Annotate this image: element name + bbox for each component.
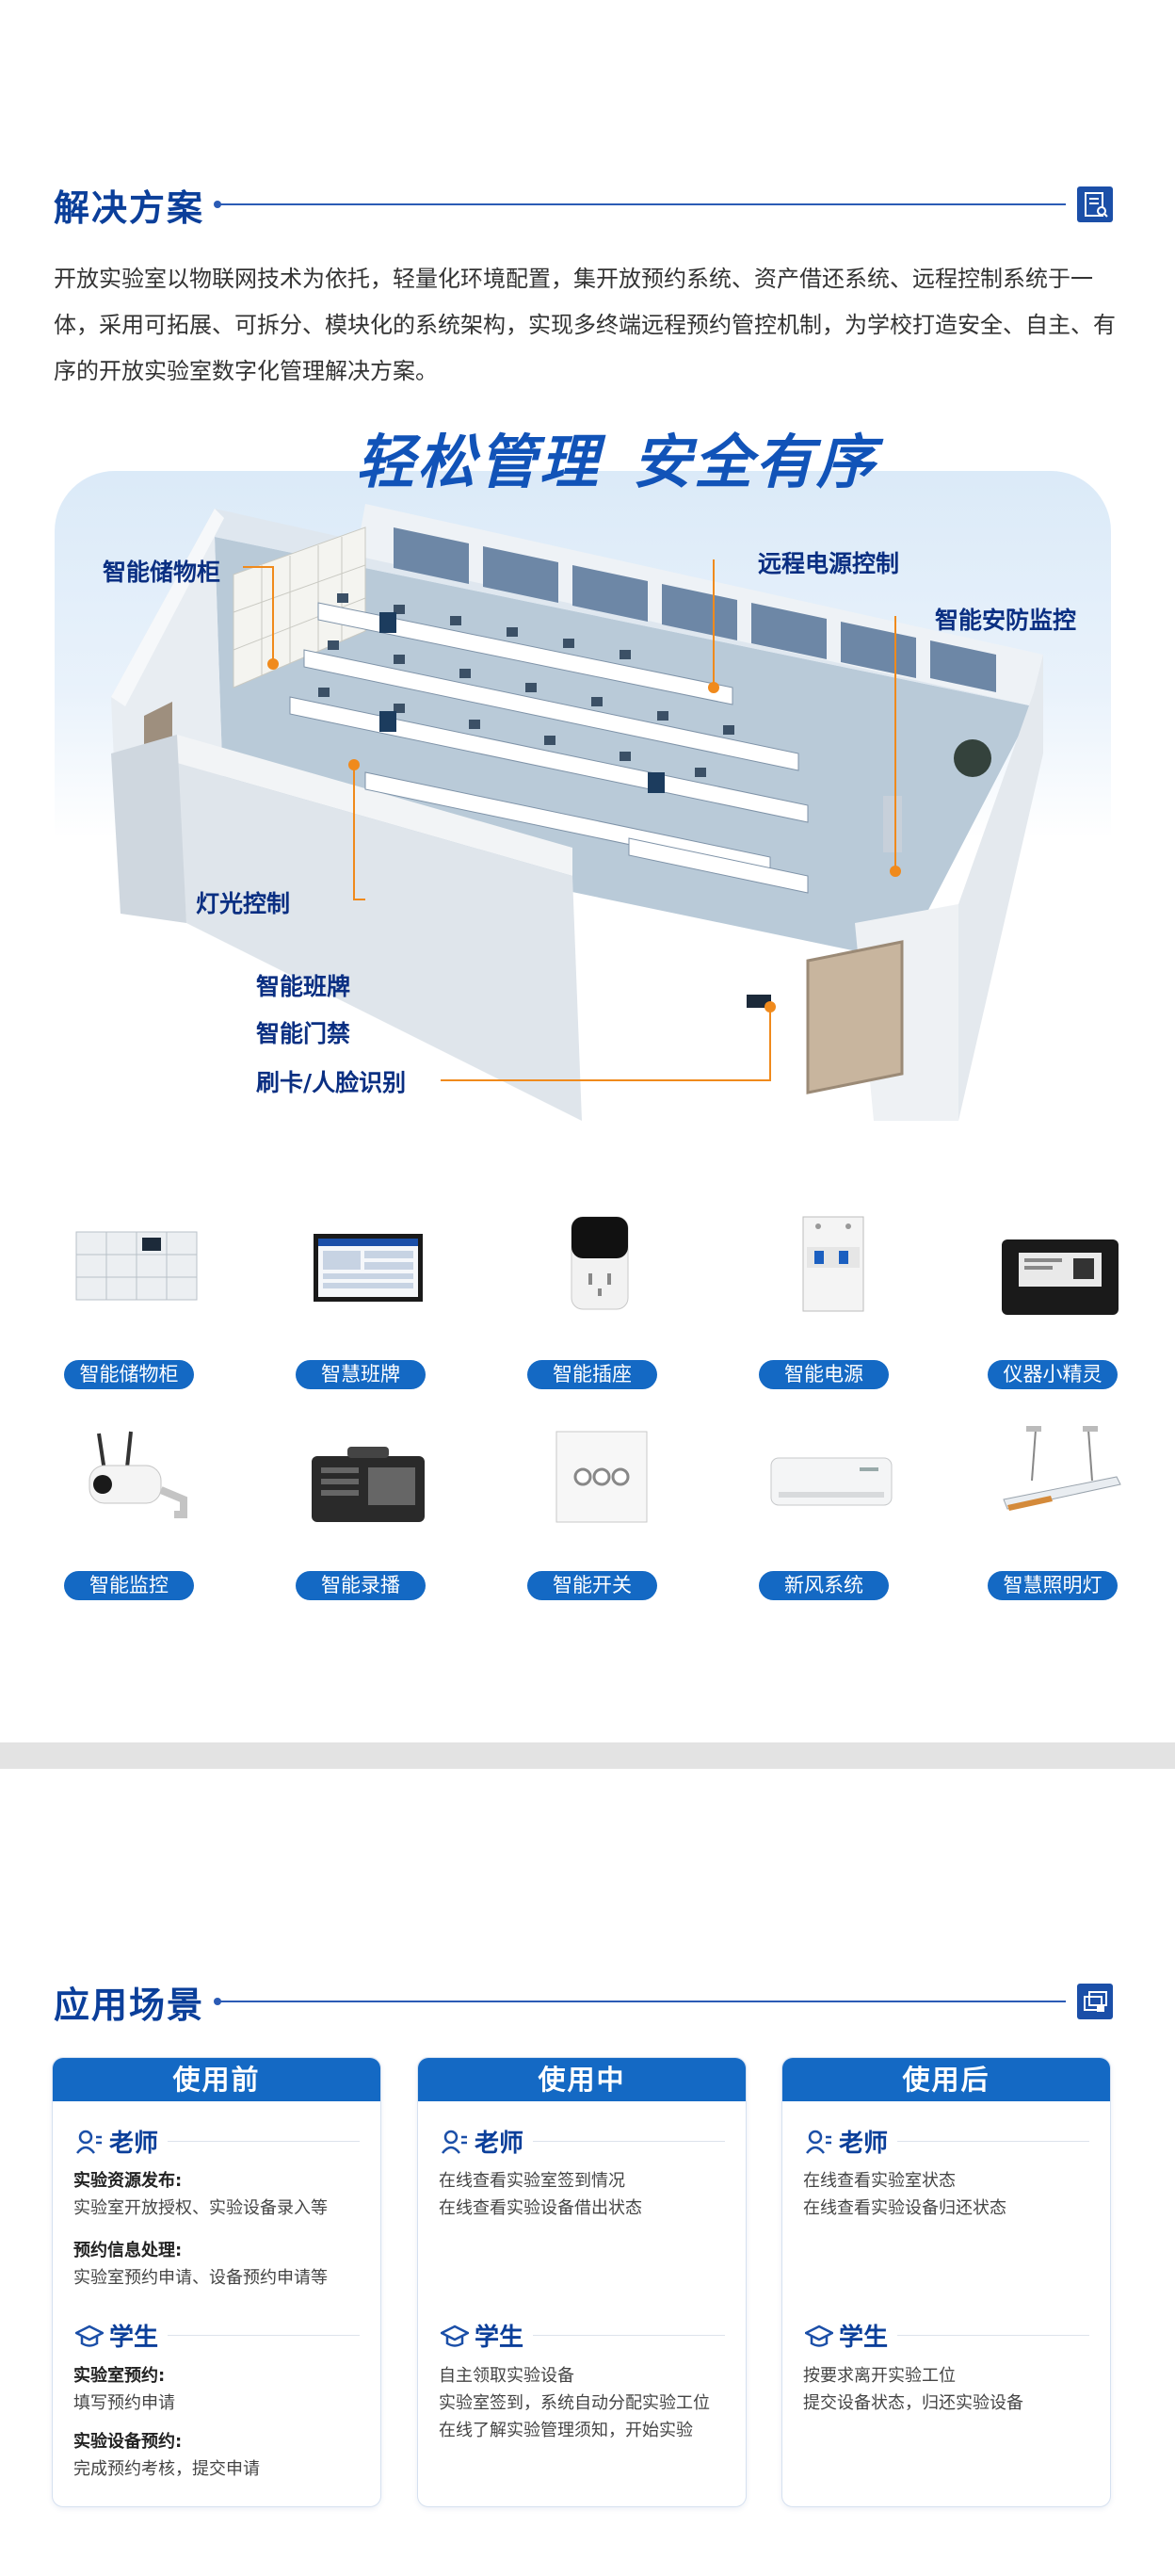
instrument-tag-icon bbox=[1002, 1239, 1119, 1315]
lab-illustration: 轻松管理安全有序 bbox=[55, 428, 1111, 1121]
card-during-use: 使用中 老师 在线查看实验室签到情况 在线查看实验设备借出状态 学生 自主领取实… bbox=[417, 2057, 747, 2507]
air-unit-icon bbox=[770, 1457, 893, 1506]
role-divider bbox=[168, 2141, 360, 2142]
graduation-cap-icon bbox=[75, 2325, 104, 2347]
role-student: 学生 bbox=[805, 2318, 1089, 2353]
card-header: 使用前 bbox=[53, 2058, 380, 2101]
card-before-use: 使用前 老师 实验资源发布: 实验室开放授权、实验设备录入等 预约信息处理: 实… bbox=[52, 2057, 381, 2507]
lamp-icon bbox=[1003, 1426, 1121, 1511]
card-content-teacher: 在线查看实验室状态 在线查看实验设备归还状态 bbox=[803, 2167, 1095, 2222]
product-label: 智能电源 bbox=[759, 1360, 889, 1389]
slogan-right: 安全有序 bbox=[633, 428, 878, 496]
item-text: 自主领取实验设备 bbox=[439, 2366, 574, 2386]
slogan: 轻松管理安全有序 bbox=[356, 414, 875, 499]
callout-light: 灯光控制 bbox=[196, 890, 291, 917]
item-text: 在线查看实验设备归还状态 bbox=[803, 2198, 1006, 2218]
role-name: 学生 bbox=[475, 2324, 524, 2352]
solution-title: 解决方案 bbox=[54, 186, 205, 229]
item-text: 实验室预约申请、设备预约申请等 bbox=[73, 2268, 328, 2288]
scenes-section-header: 应用场景 bbox=[54, 1978, 1113, 2026]
role-name: 老师 bbox=[475, 2130, 524, 2158]
teacher-icon bbox=[442, 2130, 467, 2154]
role-divider bbox=[533, 2141, 725, 2142]
role-student: 学生 bbox=[75, 2318, 360, 2353]
role-divider bbox=[533, 2335, 725, 2336]
role-name: 学生 bbox=[109, 2324, 159, 2352]
section-divider bbox=[0, 1742, 1175, 1769]
scenes-title: 应用场景 bbox=[54, 1984, 205, 2026]
card-content-student: 按要求离开实验工位 提交设备状态，归还实验设备 bbox=[803, 2362, 1095, 2417]
role-teacher: 老师 bbox=[805, 2124, 1089, 2159]
item-title: 实验室预约: bbox=[73, 2366, 166, 2386]
product-label: 新风系统 bbox=[759, 1571, 889, 1600]
item-title: 预约信息处理: bbox=[73, 2241, 183, 2260]
card-header: 使用中 bbox=[418, 2058, 746, 2101]
role-name: 老师 bbox=[839, 2130, 889, 2158]
product-label: 智能监控 bbox=[64, 1571, 194, 1600]
callout-face: 刷卡/人脸识别 bbox=[256, 1069, 407, 1096]
card-header: 使用后 bbox=[782, 2058, 1110, 2101]
role-teacher: 老师 bbox=[441, 2124, 725, 2159]
item-text: 在线查看实验室状态 bbox=[803, 2171, 956, 2191]
class-board-icon bbox=[314, 1234, 423, 1302]
callout-board: 智能班牌 bbox=[256, 973, 351, 1000]
item-text: 完成预约考核，提交申请 bbox=[73, 2459, 260, 2479]
item-text: 实验室开放授权、实验设备录入等 bbox=[73, 2198, 328, 2218]
scene-cards: 使用前 老师 实验资源发布: 实验室开放授权、实验设备录入等 预约信息处理: 实… bbox=[52, 2057, 1111, 2509]
recorder-icon bbox=[312, 1447, 425, 1522]
switch-icon bbox=[555, 1431, 648, 1523]
card-content-teacher: 实验资源发布: 实验室开放授权、实验设备录入等 预约信息处理: 实验室预约申请、… bbox=[73, 2167, 365, 2292]
teacher-icon bbox=[76, 2130, 102, 2154]
role-divider bbox=[897, 2335, 1089, 2336]
product-grid: 智能储物柜 智慧班牌 智能插座 智能电源 bbox=[0, 1196, 1175, 1620]
graduation-cap-icon bbox=[441, 2325, 469, 2347]
graduation-cap-icon bbox=[805, 2325, 833, 2347]
item-text: 在线查看实验室签到情况 bbox=[439, 2171, 625, 2191]
role-student: 学生 bbox=[441, 2318, 725, 2353]
product-label: 智能开关 bbox=[527, 1571, 657, 1600]
item-text: 填写预约申请 bbox=[73, 2393, 175, 2413]
item-text: 在线查看实验设备借出状态 bbox=[439, 2198, 642, 2218]
item-text: 按要求离开实验工位 bbox=[803, 2366, 956, 2386]
lab-room-drawing bbox=[111, 504, 1043, 1121]
role-divider bbox=[168, 2335, 360, 2336]
role-teacher: 老师 bbox=[75, 2124, 360, 2159]
slogan-left: 轻松管理 bbox=[356, 428, 602, 496]
camera-icon bbox=[89, 1431, 187, 1518]
role-divider bbox=[897, 2141, 1089, 2142]
card-content-student: 实验室预约: 填写预约申请 实验设备预约: 完成预约考核，提交申请 bbox=[73, 2362, 365, 2483]
callout-security: 智能安防监控 bbox=[935, 607, 1077, 634]
item-text: 在线了解实验管理须知，开始实验 bbox=[439, 2421, 693, 2440]
teacher-icon bbox=[806, 2130, 831, 2154]
item-title: 实验资源发布: bbox=[73, 2171, 183, 2191]
callout-door: 智能门禁 bbox=[256, 1020, 351, 1047]
solution-intro-text: 开放实验室以物联网技术为依托，轻量化环境配置，集开放预约系统、资产借还系统、远程… bbox=[54, 266, 1116, 384]
card-content-teacher: 在线查看实验室签到情况 在线查看实验设备借出状态 bbox=[439, 2167, 731, 2222]
smart-socket-icon bbox=[571, 1216, 629, 1310]
item-text: 提交设备状态，归还实验设备 bbox=[803, 2393, 1023, 2413]
product-label: 仪器小精灵 bbox=[988, 1360, 1118, 1389]
product-label: 智能插座 bbox=[527, 1360, 657, 1389]
product-label: 智慧班牌 bbox=[296, 1360, 426, 1389]
document-icon bbox=[1077, 186, 1113, 222]
header-divider-line bbox=[214, 1998, 1066, 2005]
card-after-use: 使用后 老师 在线查看实验室状态 在线查看实验设备归还状态 学生 按要求离开实验… bbox=[781, 2057, 1111, 2507]
windows-icon bbox=[1077, 1984, 1113, 2019]
header-divider-line bbox=[214, 201, 1066, 208]
solution-section-header: 解决方案 bbox=[54, 181, 1113, 229]
role-name: 学生 bbox=[839, 2324, 889, 2352]
product-label: 智能录播 bbox=[296, 1571, 426, 1600]
item-title: 实验设备预约: bbox=[73, 2432, 183, 2452]
product-label: 智能储物柜 bbox=[64, 1360, 194, 1389]
item-text: 实验室签到，系统自动分配实验工位 bbox=[439, 2393, 710, 2413]
locker-icon bbox=[75, 1231, 198, 1301]
card-content-student: 自主领取实验设备 实验室签到，系统自动分配实验工位 在线了解实验管理须知，开始实… bbox=[439, 2362, 731, 2444]
callout-locker: 智能储物柜 bbox=[103, 559, 221, 586]
role-name: 老师 bbox=[109, 2130, 159, 2158]
breaker-icon bbox=[802, 1216, 864, 1312]
product-label: 智慧照明灯 bbox=[988, 1571, 1118, 1600]
callout-power: 远程电源控制 bbox=[758, 550, 900, 577]
